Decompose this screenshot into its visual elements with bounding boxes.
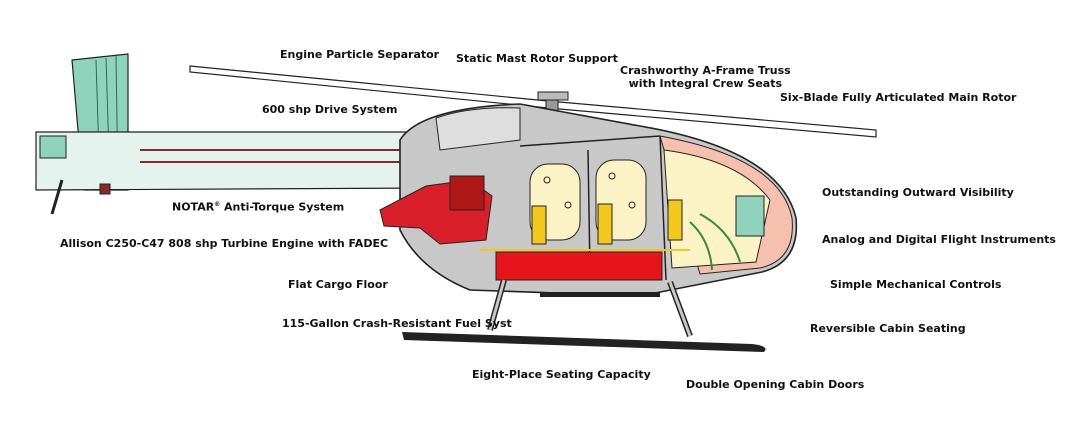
label-cabin-doors: Double Opening Cabin Doors: [686, 378, 865, 391]
label-notar-main: NOTAR: [172, 200, 215, 214]
label-engine-particle-separator: Engine Particle Separator: [280, 48, 440, 61]
turbine-engine: [379, 175, 493, 245]
label-flat-cargo-floor: Flat Cargo Floor: [288, 278, 388, 291]
cabin-seats: [529, 159, 683, 245]
tail-boom: [35, 131, 433, 215]
label-crashworthy-a-frame: Crashworthy A-Frame Truss with Integral …: [620, 64, 791, 90]
label-a-frame-line1: Crashworthy A-Frame Truss: [620, 64, 791, 77]
label-fuel-system: 115-Gallon Crash-Resistant Fuel Syst: [282, 317, 512, 330]
label-static-mast-rotor-support: Static Mast Rotor Support: [456, 52, 618, 65]
fuel-tank: [480, 249, 690, 281]
label-main-rotor: Six-Blade Fully Articulated Main Rotor: [780, 91, 1017, 104]
label-mechanical-controls: Simple Mechanical Controls: [830, 278, 1002, 291]
instrument-panel: [689, 195, 765, 271]
label-flight-instruments: Analog and Digital Flight Instruments: [822, 233, 1056, 246]
label-reversible-seating: Reversible Cabin Seating: [810, 322, 966, 335]
label-notar-rest: Anti-Torque System: [220, 200, 345, 214]
label-drive-system: 600 shp Drive System: [262, 103, 398, 116]
label-eight-place-seating: Eight-Place Seating Capacity: [472, 368, 651, 381]
label-notar: NOTAR® Anti-Torque System: [172, 198, 344, 214]
landing-skids: [402, 279, 766, 352]
label-notar-sup: ®: [214, 201, 221, 208]
label-engine: Allison C250-C47 808 shp Turbine Engine …: [60, 237, 389, 250]
label-a-frame-line2: with Integral Crew Seats: [628, 77, 783, 90]
label-outward-visibility: Outstanding Outward Visibility: [822, 186, 1014, 199]
